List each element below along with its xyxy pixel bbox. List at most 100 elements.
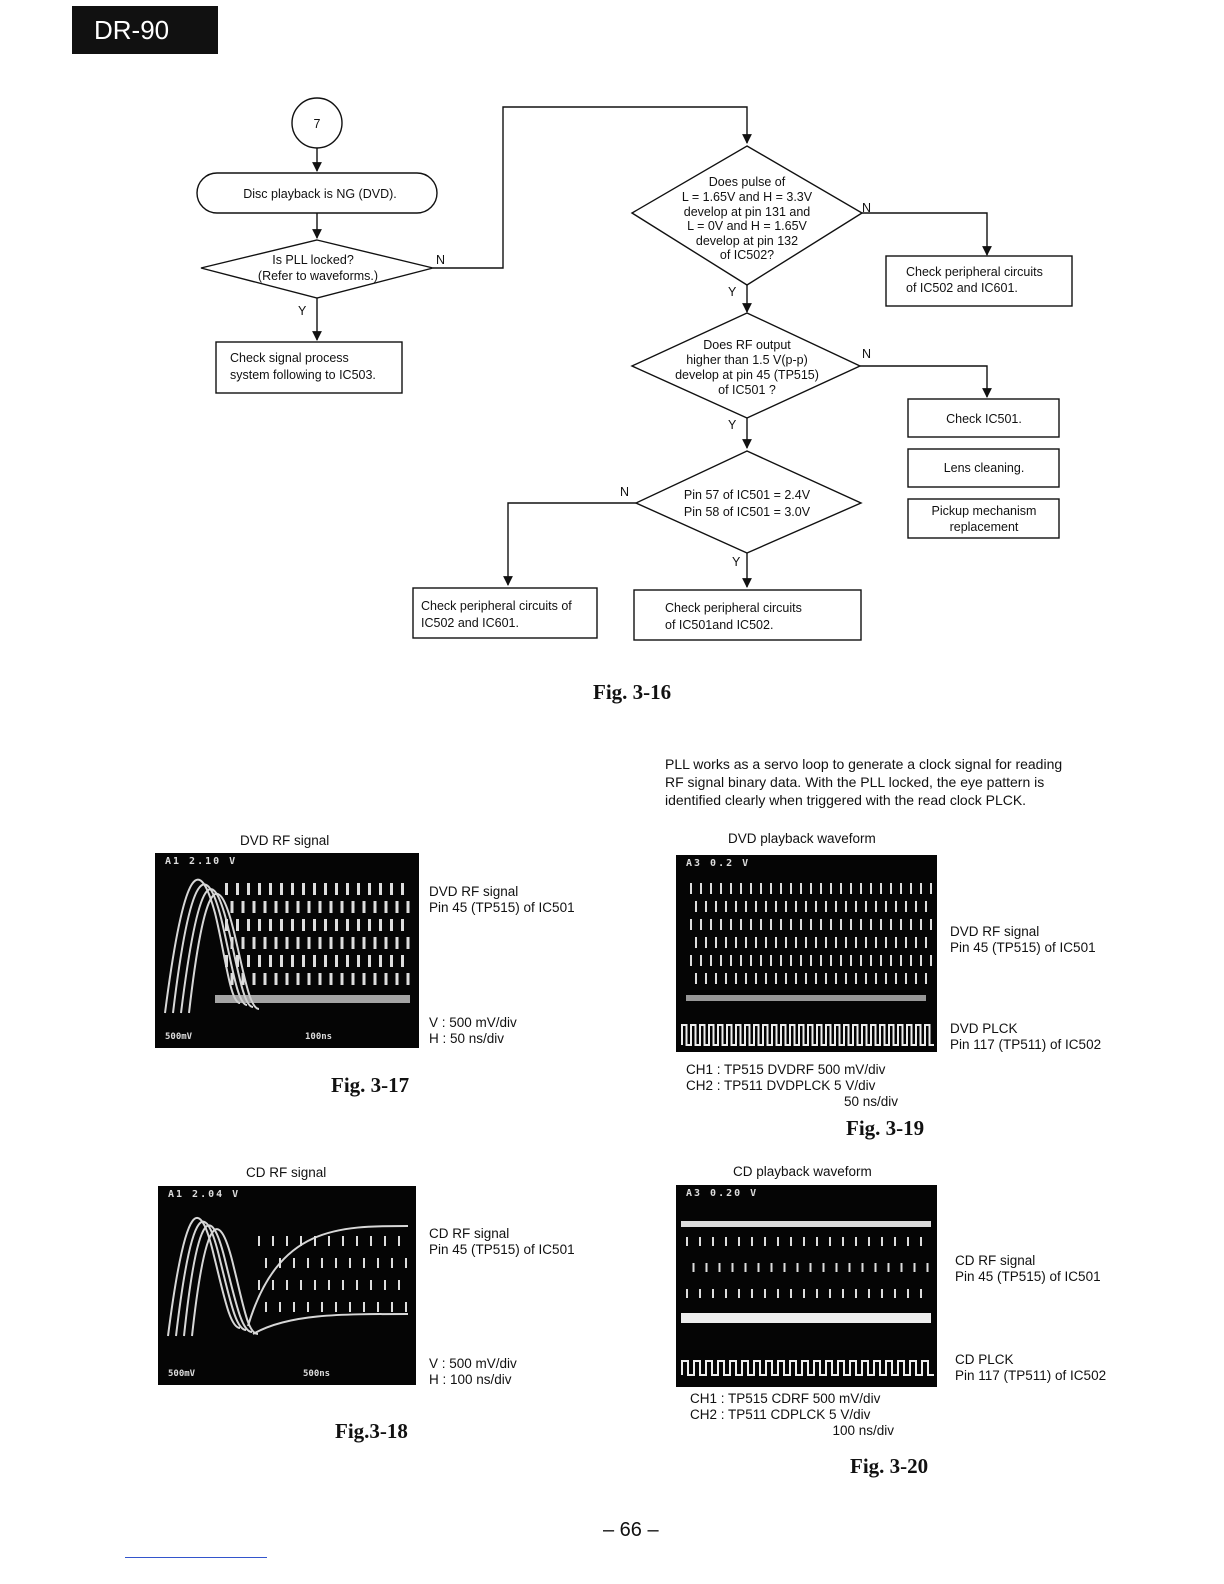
scope-trace-dot xyxy=(258,883,261,895)
check-peri-1-line2: of IC502 and IC601. xyxy=(906,281,1018,295)
scope-trace-dot xyxy=(880,919,882,930)
scope-trace-dot xyxy=(263,901,267,913)
scope-trace-dot xyxy=(750,883,752,894)
scope-trace-dot xyxy=(324,955,327,967)
scope-trace-dot xyxy=(357,955,360,967)
scope-trace-dot xyxy=(785,973,787,984)
scope-trace-dot xyxy=(830,883,832,894)
fig19-ch2-line2: Pin 117 (TP511) of IC502 xyxy=(950,1037,1102,1052)
scope-trace-dot xyxy=(715,901,717,912)
scope-trace-dot xyxy=(241,937,245,949)
fig18-settings-v: V : 500 mV/div xyxy=(429,1356,517,1371)
fig20-ch1-label: CD RF signal Pin 45 (TP515) of IC501 xyxy=(955,1253,1101,1285)
scope-trace-dot xyxy=(321,1302,323,1312)
scope-trace-dot xyxy=(775,973,777,984)
scope-trace-dot xyxy=(318,937,322,949)
scope-trace-dot xyxy=(795,973,797,984)
scope-trace-dot xyxy=(850,955,852,966)
scope-trace-dot xyxy=(800,955,802,966)
scope-trace-dot xyxy=(269,955,272,967)
scope-trace-dot xyxy=(835,1263,838,1272)
scope-trace-dot xyxy=(920,883,922,894)
scope-trace-dot xyxy=(850,919,852,930)
scope-trace-dot xyxy=(690,919,692,930)
fig20-ch2-line1: CD PLCK xyxy=(955,1352,1014,1367)
scope-trace-dot xyxy=(760,883,762,894)
scope-trace-dot xyxy=(236,919,239,931)
scope-trace-dot xyxy=(406,901,410,913)
scope-trace-dot xyxy=(686,1289,688,1298)
scope-trace-dot xyxy=(825,973,827,984)
scope-trace-dot xyxy=(738,1289,740,1298)
scope-trace-dot xyxy=(785,901,787,912)
fig18-scope-top: A1 2.04 V xyxy=(168,1189,241,1200)
scope-trace-dot xyxy=(274,901,278,913)
scope-trace-dot xyxy=(785,937,787,948)
scope-trace-dot xyxy=(285,901,289,913)
fig17-signal-line2: Pin 45 (TP515) of IC501 xyxy=(429,900,575,915)
check-ic501-label: Check IC501. xyxy=(946,412,1022,426)
scope-trace-dot xyxy=(258,1280,260,1290)
scope-trace-dot xyxy=(692,1263,695,1272)
scope-trace-dot xyxy=(335,955,338,967)
scope-trace-dot xyxy=(770,955,772,966)
scope-trace-dot xyxy=(230,937,234,949)
scope-trace-dot xyxy=(328,1236,330,1246)
scope-trace-dot xyxy=(905,937,907,948)
fig-3-16-label: Fig. 3-16 xyxy=(593,680,672,704)
scope-trace-dot xyxy=(225,955,228,967)
scope-trace-dot xyxy=(894,1237,896,1246)
scope-trace-dot xyxy=(775,901,777,912)
scope-trace-dot xyxy=(780,919,782,930)
scope-trace-dot xyxy=(780,955,782,966)
scope-trace-dot xyxy=(905,901,907,912)
fig18-signal-line2: Pin 45 (TP515) of IC501 xyxy=(429,1242,575,1257)
fig17-signal: DVD RF signal Pin 45 (TP515) of IC501 xyxy=(429,884,575,916)
scope-trace-dot xyxy=(370,1236,372,1246)
scope-trace-dot xyxy=(247,883,250,895)
scope-trace-dot xyxy=(395,901,399,913)
scope-trace-dot xyxy=(855,1289,857,1298)
scope-trace-dot xyxy=(845,937,847,948)
scope-trace-dot xyxy=(258,955,261,967)
fig17-scope-time: 100ns xyxy=(305,1032,333,1042)
scope-trace-dot xyxy=(810,919,812,930)
fig-3-19-label: Fig. 3-19 xyxy=(846,1116,925,1140)
scope-trace-dot xyxy=(241,973,245,985)
scope-trace-dot xyxy=(815,937,817,948)
scope-trace-dot xyxy=(405,1302,407,1312)
scope-trace-dot xyxy=(328,1280,330,1290)
scope-trace-dot xyxy=(718,1263,721,1272)
fig20-ch1-line1: CD RF signal xyxy=(955,1253,1036,1268)
scope-trace-dot xyxy=(740,955,742,966)
scope-trace-dot xyxy=(822,1263,825,1272)
scope-trace-dot xyxy=(351,901,355,913)
scope-trace-dot xyxy=(272,1236,274,1246)
scope-trace-dot xyxy=(340,937,344,949)
scope-trace-dot xyxy=(700,883,702,894)
scope-trace-dot xyxy=(755,973,757,984)
rf-q-line4: of IC501 ? xyxy=(718,383,776,397)
fig20-timebase: 100 ns/div xyxy=(832,1423,894,1438)
scope-trace-dot xyxy=(745,973,747,984)
scope-trace-dot xyxy=(313,883,316,895)
fig19-waveform xyxy=(681,883,934,1046)
scope-trace-dot xyxy=(895,901,897,912)
scope-trace-dot xyxy=(895,973,897,984)
scope-trace-dot xyxy=(861,1263,864,1272)
model-tag: DR-90 xyxy=(72,6,218,54)
scope-trace-dot xyxy=(720,919,722,930)
scope-trace-dot xyxy=(324,919,327,931)
scope-trace-dot xyxy=(915,937,917,948)
scope-trace-dot xyxy=(720,883,722,894)
scope-trace-dot xyxy=(740,919,742,930)
scope-trace-dot xyxy=(349,1302,351,1312)
scope-trace-dot xyxy=(686,1237,688,1246)
scope-trace-dot xyxy=(225,919,228,931)
fig20-ch2-line2: Pin 117 (TP511) of IC502 xyxy=(955,1368,1107,1383)
fig17-scope-top: A1 2.10 V xyxy=(165,856,238,867)
scope-trace-dot xyxy=(340,973,344,985)
scope-trace-dot xyxy=(900,1263,903,1272)
pulse-q-line1: Does pulse of xyxy=(709,175,786,189)
scope-trace-dot xyxy=(700,955,702,966)
